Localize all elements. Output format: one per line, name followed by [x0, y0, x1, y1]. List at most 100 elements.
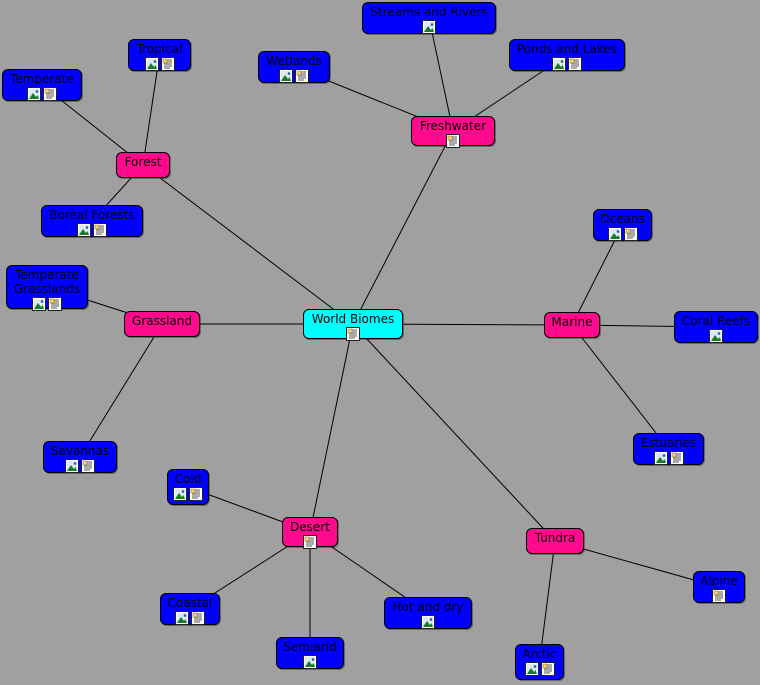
document-resource-icon[interactable] [712, 589, 726, 603]
image-resource-icon[interactable] [421, 615, 435, 629]
node-grassland[interactable]: Grassland [124, 311, 200, 337]
node-estuaries[interactable]: Estuaries [633, 433, 704, 465]
document-resource-icon[interactable] [540, 662, 555, 676]
node-icons [3, 87, 81, 101]
image-resource-icon[interactable] [607, 227, 622, 241]
node-icons [412, 134, 494, 148]
node-icons [694, 589, 744, 603]
node-icons [168, 487, 208, 501]
node-label: Cold [174, 472, 202, 486]
document-resource-icon[interactable] [303, 535, 317, 549]
node-icons [161, 611, 219, 625]
node-cold[interactable]: Cold [167, 469, 209, 505]
node-icons [634, 451, 703, 465]
node-icons [42, 223, 142, 237]
node-label: Ponds and Lakes [516, 42, 618, 56]
image-resource-icon[interactable] [524, 662, 539, 676]
node-wetlands[interactable]: Wetlands [258, 51, 330, 83]
node-label: Alpine [700, 574, 738, 588]
edge-forest-tropical [142, 54, 160, 166]
node-desert[interactable]: Desert [282, 517, 338, 549]
node-label: Estuaries [640, 436, 697, 450]
image-resource-icon[interactable] [144, 57, 159, 71]
document-resource-icon[interactable] [669, 451, 684, 465]
image-resource-icon[interactable] [653, 451, 668, 465]
node-icons [594, 227, 651, 241]
document-resource-icon[interactable] [346, 327, 360, 341]
image-resource-icon[interactable] [279, 69, 293, 83]
node-coral[interactable]: Coral Reefs [674, 311, 758, 343]
node-icons [7, 297, 87, 311]
node-icons [277, 655, 343, 669]
node-tundra[interactable]: Tundra [526, 528, 584, 554]
image-resource-icon[interactable] [709, 329, 723, 343]
document-resource-icon[interactable] [446, 134, 460, 148]
node-boreal[interactable]: Boreal Forests [41, 205, 143, 237]
edge-marine-oceans [571, 224, 623, 326]
node-marine[interactable]: Marine [544, 312, 600, 338]
document-resource-icon[interactable] [623, 227, 638, 241]
image-resource-icon[interactable] [552, 57, 566, 71]
node-icons [385, 615, 471, 629]
node-label: Freshwater [419, 119, 487, 133]
node-label: Semiarid [283, 640, 337, 654]
node-icons [363, 20, 495, 34]
node-freshwater[interactable]: Freshwater [411, 116, 495, 148]
node-label: Coral Reefs [681, 314, 751, 328]
edge-tundra-arctic [539, 540, 556, 663]
edge-grassland-savannas [79, 323, 163, 458]
node-streams[interactable]: Streams and Rivers [362, 2, 496, 34]
edge-freshwater-streams [428, 17, 454, 132]
image-resource-icon[interactable] [27, 87, 41, 101]
document-resource-icon[interactable] [43, 87, 57, 101]
edge-marine-estuaries [571, 324, 669, 450]
document-resource-icon[interactable] [93, 223, 107, 237]
node-alpine[interactable]: Alpine [693, 571, 745, 603]
edge-world-desert [309, 323, 354, 533]
node-label: Oceans [600, 212, 645, 226]
document-resource-icon[interactable] [189, 487, 203, 501]
node-arctic[interactable]: Arctic [515, 644, 564, 680]
node-label: Desert [290, 520, 330, 534]
node-label: Temperate Grasslands [13, 268, 81, 296]
node-semiarid[interactable]: Semiarid [276, 637, 344, 669]
document-resource-icon[interactable] [81, 459, 95, 473]
image-resource-icon[interactable] [422, 20, 436, 34]
node-temperate[interactable]: Temperate [2, 69, 82, 101]
node-icons [129, 57, 190, 71]
node-label: Marine [551, 315, 593, 329]
node-label: Temperate [10, 72, 74, 86]
image-resource-icon[interactable] [77, 223, 91, 237]
node-icons [510, 57, 624, 71]
image-resource-icon[interactable] [175, 611, 189, 625]
image-resource-icon[interactable] [65, 459, 79, 473]
node-coastal[interactable]: Coastal [160, 593, 220, 625]
node-forest[interactable]: Forest [116, 152, 170, 178]
document-resource-icon[interactable] [295, 69, 309, 83]
node-label: Boreal Forests [49, 208, 135, 222]
node-icons [283, 535, 337, 549]
node-tropical[interactable]: Tropical [128, 39, 191, 71]
document-resource-icon[interactable] [160, 57, 175, 71]
node-savannas[interactable]: Savannas [43, 441, 117, 473]
document-resource-icon[interactable] [191, 611, 205, 625]
edge-world-tundra [352, 323, 556, 542]
edge-world-forest [142, 164, 354, 325]
node-icons [516, 662, 563, 676]
node-label: Tundra [534, 531, 576, 545]
node-label: Tropical [136, 42, 183, 56]
node-hotdry[interactable]: Hot and dry [384, 597, 472, 629]
node-tempgrass[interactable]: Temperate Grasslands [6, 265, 88, 311]
node-label: World Biomes [311, 312, 395, 326]
image-resource-icon[interactable] [303, 655, 317, 669]
edge-world-freshwater [352, 130, 454, 325]
document-resource-icon[interactable] [48, 297, 62, 311]
node-oceans[interactable]: Oceans [593, 209, 652, 241]
image-resource-icon[interactable] [32, 297, 46, 311]
document-resource-icon[interactable] [568, 57, 582, 71]
node-world[interactable]: World Biomes [303, 309, 403, 341]
node-ponds[interactable]: Ponds and Lakes [509, 39, 625, 71]
node-icons [259, 69, 329, 83]
image-resource-icon[interactable] [173, 487, 187, 501]
node-label: Grassland [132, 314, 192, 328]
